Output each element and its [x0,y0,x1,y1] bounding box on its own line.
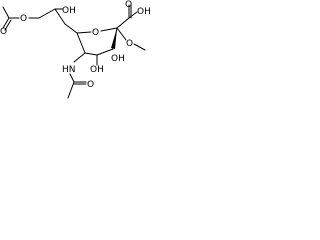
bond-amide-methyl [67,81,75,99]
bond-choh-sidechain [54,8,66,25]
bond-ring-c6-o [76,31,92,34]
bond-ester-carbonyl-1 [2,17,10,29]
label-ester-carbonyl-o: O [0,27,7,37]
bond-c2-carboxyl [116,17,130,29]
label-amide-n: HN [62,65,76,75]
bond-ring-c3-c4 [96,48,114,56]
bond-c5-n [73,52,86,63]
bond-sidechain-ring [64,23,78,34]
bond-c2-methoxy-o [116,27,127,41]
bond-n-carbonyl [69,73,75,83]
bond-ch2-choh [38,8,56,19]
label-ester-o-left: O [20,14,27,24]
bond-ring-o-c2 [100,27,118,32]
label-acid-oh: OH [137,7,151,17]
label-oh-ring-bottom-right: OH [111,54,125,64]
label-methoxy-o: O [126,39,133,49]
wedge-bond-c2 [111,28,117,49]
label-oh-top: OH [62,6,76,16]
label-oh-ring-bottom-left: OH [90,65,104,75]
bond-methoxy-methyl [133,43,146,51]
bond-acetyl-methyl [2,6,10,19]
label-amide-o: O [87,80,94,90]
bond-ring-c5-c6 [76,32,86,54]
chemical-structure-diagram: OH O O O O OH O HN O OH OH [0,0,151,99]
label-ring-o: O [92,28,99,38]
bond-ring-c4-c5 [84,52,98,56]
bond-carboxyl-oh [128,11,138,19]
bond-ester-carbonyl-2 [4,19,12,31]
label-acid-carbonyl-o: O [125,0,132,10]
